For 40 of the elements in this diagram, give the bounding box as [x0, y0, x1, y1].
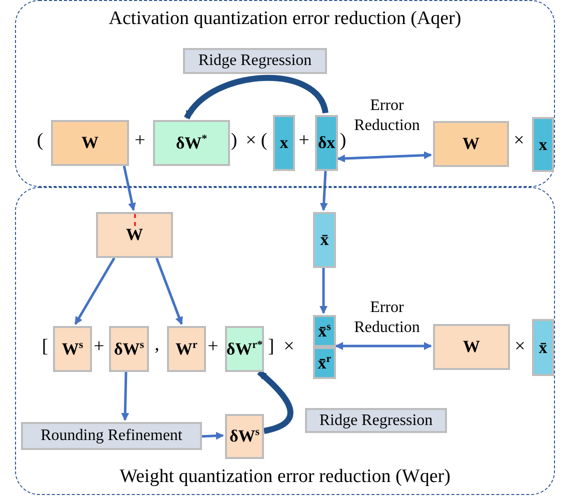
vector-box: x	[273, 115, 295, 171]
matrix-box: W	[51, 120, 129, 166]
math-operator: [	[42, 337, 48, 357]
group-title: Activation quantization error reduction (Aqer)	[108, 8, 462, 30]
vector-box: x̄	[313, 212, 336, 268]
arrow	[337, 151, 432, 162]
vector-box: x̄$^{r}$	[313, 347, 336, 379]
method-box: Ridge Regression	[183, 48, 327, 74]
matrix-box: W	[433, 121, 509, 167]
math-operator: )	[340, 131, 346, 151]
method-box: Rounding Refinement	[21, 422, 202, 450]
math-operator: )	[230, 131, 238, 151]
group-title: Weight quantization error reduction (Wqer)	[118, 466, 452, 488]
matrix-box: δW$^{*}$	[153, 120, 230, 166]
vector-box: x̄$^{s}$	[313, 315, 336, 347]
matrix-box: δW$^{s}$	[109, 326, 149, 372]
arrow	[320, 170, 328, 211]
arrow	[335, 342, 432, 350]
arrow	[121, 372, 130, 421]
arrow	[155, 258, 183, 325]
math-operator: (	[260, 131, 268, 151]
arrow	[202, 432, 224, 440]
vector-box: δx	[315, 115, 338, 171]
curved-arrow	[257, 370, 294, 434]
math-operator: ]	[268, 337, 274, 357]
arrow	[74, 257, 116, 325]
arrow	[320, 268, 328, 314]
matrix-box: W	[96, 212, 173, 258]
arrow	[122, 166, 136, 211]
math-operator: (	[36, 131, 44, 151]
vector-box: x̄	[532, 319, 554, 376]
matrix-box: W$^{s}$	[53, 326, 92, 372]
curved-arrow	[184, 75, 328, 120]
vector-box: x	[532, 117, 554, 172]
group-frame	[15, 0, 555, 187]
method-box: Ridge Regression	[305, 408, 447, 433]
matrix-box: δW$^{s}$	[225, 414, 264, 459]
matrix-box: W	[433, 324, 510, 370]
matrix-box: δW$^{r*}$	[225, 326, 264, 372]
matrix-box: W$^{r}$	[167, 326, 206, 372]
